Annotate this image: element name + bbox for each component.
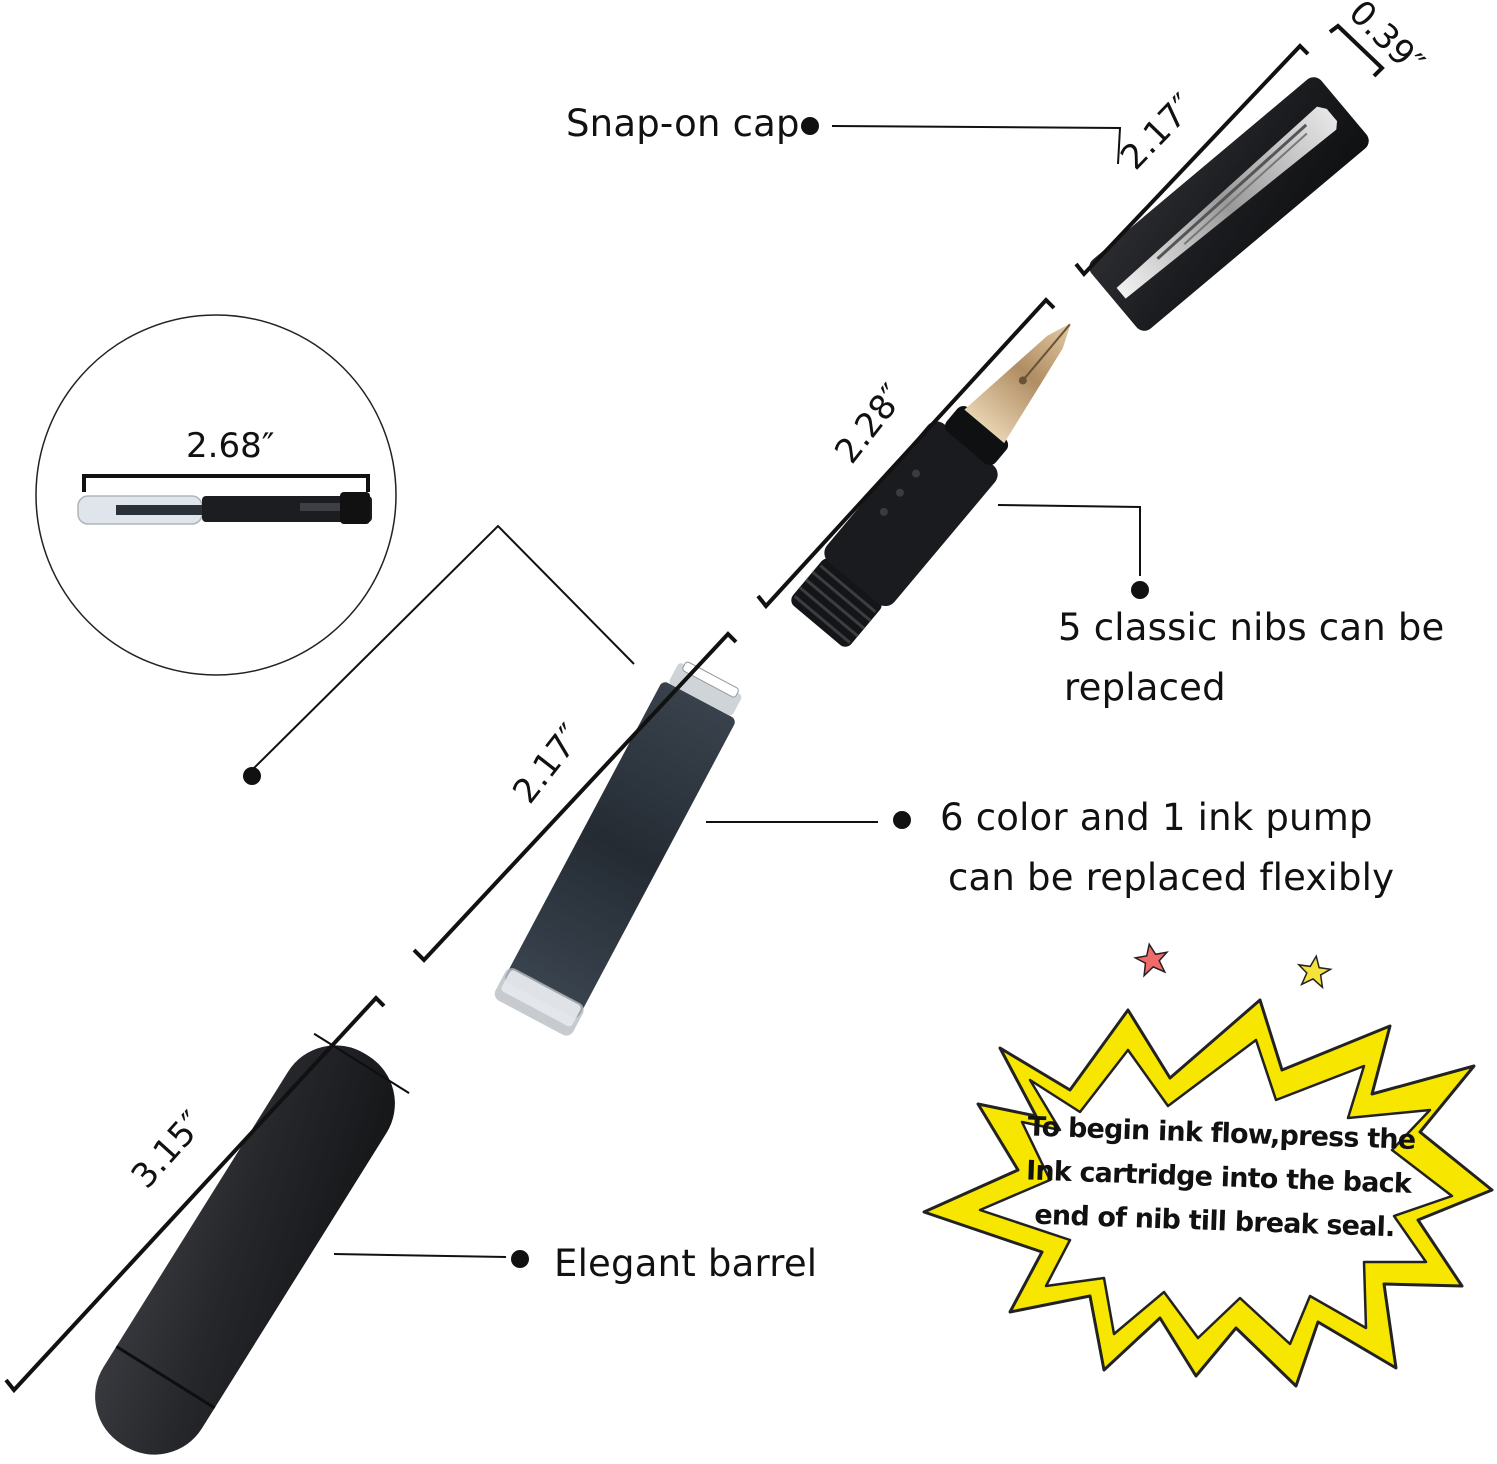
cap-width-bracket — [1328, 23, 1385, 78]
cartridge-leader — [706, 811, 911, 829]
nib-leader — [997, 504, 1149, 599]
ink-cartridge — [494, 661, 742, 1036]
ink-converter — [77, 492, 372, 525]
inset-leader-dot — [243, 767, 261, 785]
nib-section — [791, 322, 1072, 647]
barrel-length-bracket — [4, 995, 386, 1394]
nib-length-bracket — [756, 297, 1056, 610]
converter-length-bracket — [82, 474, 370, 492]
ink-label-line1: 6 color and 1 ink pump — [940, 796, 1373, 839]
converter-length-value: 2.68″ — [186, 426, 275, 466]
yellow-star-icon — [1296, 954, 1333, 990]
barrel-leader — [333, 1250, 529, 1268]
cap-length-bracket — [1074, 43, 1310, 278]
pocket-clip — [1116, 106, 1338, 299]
starburst-callout — [922, 998, 1494, 1388]
callout-text: To begin ink flow,press the Ink cartridg… — [1024, 1105, 1416, 1250]
gold-nib — [964, 322, 1072, 444]
barrel-label: Elegant barrel — [554, 1242, 818, 1285]
pen-barrel — [95, 1032, 410, 1455]
inset-leader — [251, 524, 635, 771]
nib-label-line1: 5 classic nibs can be — [1058, 606, 1445, 649]
cap-leader — [801, 117, 1122, 165]
nib-threads — [791, 558, 882, 647]
cap-label: Snap-on cap — [566, 102, 800, 145]
nib-label-line2: replaced — [1064, 666, 1226, 709]
pen-cap — [1089, 77, 1369, 331]
red-star-icon — [1133, 942, 1169, 978]
ink-label-line2: can be replaced flexibly — [948, 856, 1395, 899]
converter-inset — [35, 314, 397, 676]
cartridge-length-bracket — [412, 631, 738, 963]
